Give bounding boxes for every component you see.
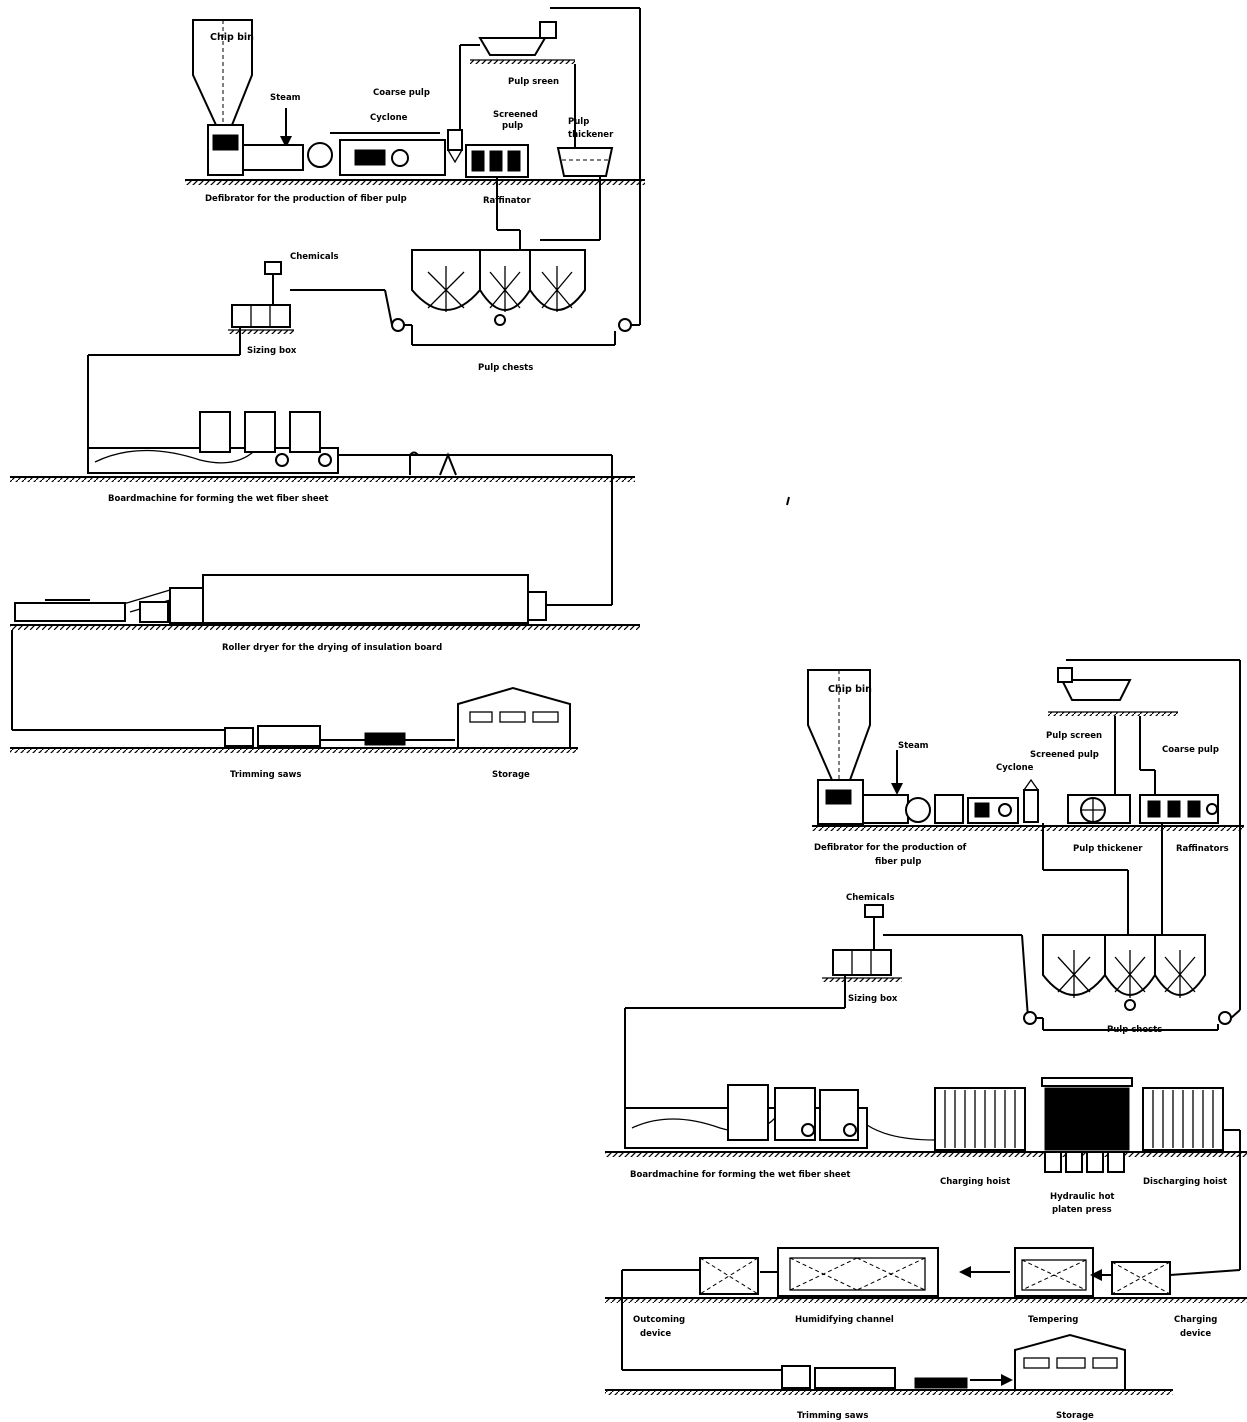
diagram-insulation-board: Chip bin Steam Defibrator for the produc… <box>10 8 645 780</box>
cyclone-label: Cyclone <box>996 763 1034 773</box>
hydraulic-press-label-b: platen press <box>1052 1205 1112 1215</box>
hydraulic-press <box>1042 1078 1132 1172</box>
trimming-saws-label: Trimming saws <box>797 1411 868 1421</box>
charging-device-label-b: device <box>1180 1329 1211 1339</box>
defibrator <box>243 133 445 175</box>
discharging-hoist-label: Discharging hoist <box>1143 1177 1227 1187</box>
steam-label: Steam <box>270 93 301 103</box>
pulp-chests <box>290 250 640 345</box>
pulp-chests-label: Pulp chests <box>1107 1025 1162 1035</box>
stray-mark <box>787 497 789 505</box>
pulp-screen-label: Pulp sreen <box>508 77 559 87</box>
sizing-box <box>228 262 294 334</box>
pulp-thickener <box>1068 795 1130 823</box>
storage-label: Storage <box>1056 1411 1094 1421</box>
chemicals-label: Chemicals <box>846 893 895 903</box>
boardmachine <box>625 1085 935 1148</box>
steam-label: Steam <box>898 741 929 751</box>
charging-device <box>1112 1262 1240 1294</box>
humidifying-channel <box>778 1248 1010 1296</box>
screened-pulp-label-a: Screened <box>493 110 538 120</box>
charging-device-label-a: Charging <box>1174 1315 1217 1325</box>
coarse-pulp-label: Coarse pulp <box>373 88 430 98</box>
screen-pipes <box>1115 716 1155 795</box>
dryer-to-trim-pipe <box>12 630 225 730</box>
defibrator-label: Defibrator for the production of fiber p… <box>205 194 407 204</box>
to-chest-pipes <box>1043 823 1162 935</box>
cyclone <box>1024 780 1038 822</box>
outcoming-device <box>622 1258 778 1294</box>
pulp-thickener-label-a: Pulp <box>568 117 589 127</box>
tempering-label: Tempering <box>1028 1315 1078 1325</box>
pulp-screen <box>470 22 575 64</box>
defibrator-label-b: fiber pulp <box>875 857 921 867</box>
charging-hoist-label: Charging hoist <box>940 1177 1010 1187</box>
raffinator-label: Raffinator <box>483 196 531 206</box>
boardmachine-label: Boardmachine for forming the wet fiber s… <box>630 1170 850 1180</box>
coarse-pulp-label: Coarse pulp <box>1162 745 1219 755</box>
trimming-saws <box>225 726 455 746</box>
sizing-box-label: Sizing box <box>848 994 898 1004</box>
humidifying-channel-label: Humidifying channel <box>795 1315 894 1325</box>
defibrator-label-a: Defibrator for the production of <box>814 843 967 853</box>
pulp-chests <box>1024 935 1240 1030</box>
charging-hoist <box>935 1088 1025 1150</box>
roller-dryer-label: Roller dryer for the drying of insulatio… <box>222 643 442 653</box>
raffinator <box>466 145 528 177</box>
hydraulic-press-label-a: Hydraulic hot <box>1050 1192 1115 1202</box>
pulp-thickener <box>558 148 612 176</box>
roller-dryer <box>15 575 612 623</box>
pulp-thickener-label: Pulp thickener <box>1073 844 1143 854</box>
defibrator <box>863 795 1018 823</box>
screened-pulp-label-b: pulp <box>502 121 523 131</box>
outcoming-device-label-b: device <box>640 1329 671 1339</box>
pulp-chests-label: Pulp chests <box>478 363 533 373</box>
chip-bin-label: Chip bin <box>210 32 254 43</box>
raffinators <box>1140 795 1218 823</box>
raffinators-label: Raffinators <box>1176 844 1229 854</box>
storage-building <box>1015 1335 1125 1390</box>
cyclone-label: Cyclone <box>370 113 408 123</box>
sizing-box-label: Sizing box <box>247 346 297 356</box>
diagram-hardboard: Chip bin Steam Defibrator for the produc… <box>605 660 1247 1421</box>
cyclone <box>448 130 462 162</box>
trimming-saws <box>782 1366 1010 1388</box>
pulp-screen-label: Pulp screen <box>1046 731 1102 741</box>
coarse-pulp-line <box>460 45 480 130</box>
chip-bin-label: Chip bin <box>828 684 872 695</box>
chemicals-label: Chemicals <box>290 252 339 262</box>
boardmachine-label: Boardmachine for forming the wet fiber s… <box>108 494 328 504</box>
storage-building <box>458 688 570 748</box>
screened-pulp-label: Screened pulp <box>1030 750 1099 760</box>
tempering-chamber <box>1015 1248 1112 1296</box>
outcoming-device-label-a: Outcoming <box>633 1315 685 1325</box>
storage-label: Storage <box>492 770 530 780</box>
trimming-saws-label: Trimming saws <box>230 770 301 780</box>
